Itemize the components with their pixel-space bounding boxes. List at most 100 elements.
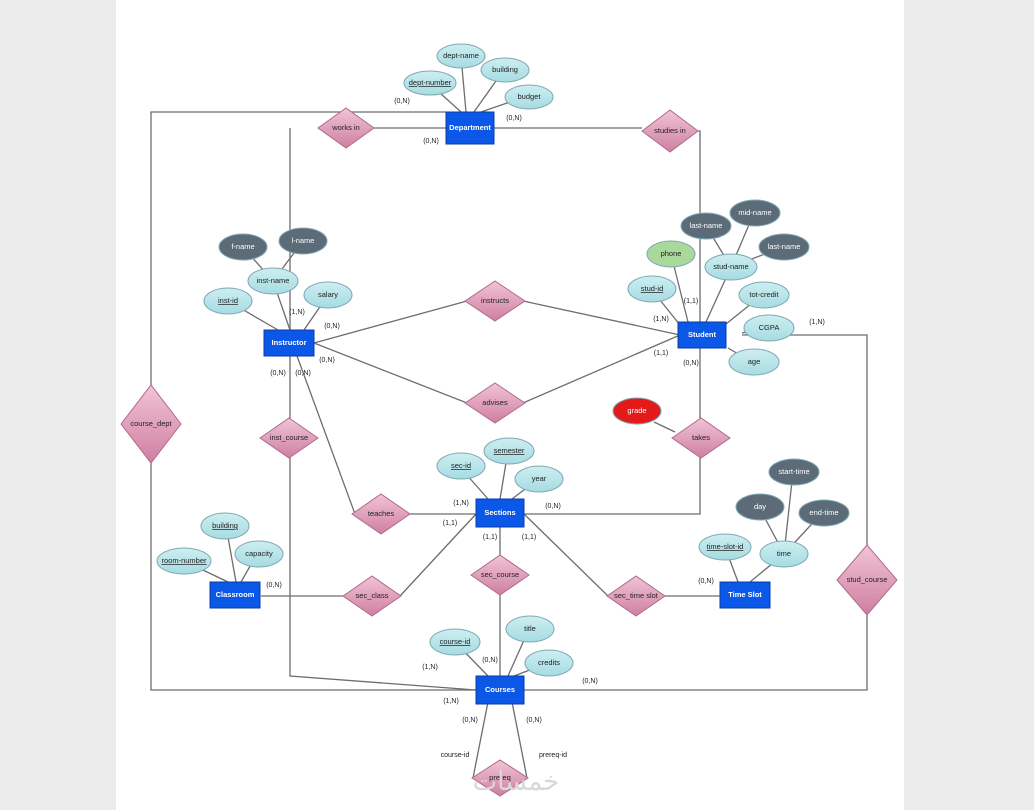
attribute-age-label: age (748, 357, 761, 366)
relationship-sec-course-label: sec_course (481, 570, 519, 579)
attribute-budget-label: budget (518, 92, 542, 101)
relationship-advises-label: advises (482, 398, 508, 407)
entity-instructor[interactable]: Instructor (263, 329, 315, 357)
entity-student-label: Student (688, 330, 716, 339)
card-inst-0n-c: (0,N) (270, 370, 286, 377)
attribute-sec-id-label: sec-id (451, 461, 471, 470)
attribute-inst-name[interactable]: inst-name (247, 267, 299, 295)
attribute-salary[interactable]: salary (303, 281, 353, 309)
card-course-0n-right: (0,N) (582, 678, 598, 685)
attribute-cgpa[interactable]: CGPA (743, 314, 795, 342)
entity-courses[interactable]: Courses (475, 675, 525, 705)
relationship-inst-course[interactable]: inst_course (259, 417, 319, 459)
attribute-dept-number-label: dept-number (409, 78, 452, 87)
relationship-prereq-label: prereq (489, 773, 511, 782)
attribute-last-name-top[interactable]: last-name (680, 212, 732, 240)
card-inst-0n-a: (0,N) (324, 323, 340, 330)
relationship-sec-course[interactable]: sec_course (470, 554, 530, 596)
attribute-stud-id[interactable]: stud-id (627, 275, 677, 303)
attribute-budget[interactable]: budget (504, 84, 554, 110)
attribute-time-slot-id[interactable]: time-slot-id (698, 533, 752, 561)
entity-classroom[interactable]: Classroom (209, 581, 261, 609)
card-stud-11-b: (1,1) (654, 350, 668, 357)
attribute-inst-name-label: inst-name (257, 276, 290, 285)
attribute-dept-name[interactable]: dept-name (436, 43, 486, 69)
attribute-dept-name-label: dept-name (443, 51, 479, 60)
entity-student[interactable]: Student (677, 321, 727, 349)
attribute-inst-id[interactable]: inst-id (203, 287, 253, 315)
card-sec-11-a: (1,1) (443, 520, 457, 527)
card-dept-bottom: (0,N) (423, 138, 439, 145)
attribute-end-time[interactable]: end-time (798, 499, 850, 527)
relationship-sec-class[interactable]: sec_class (342, 575, 402, 617)
attribute-capacity[interactable]: capacity (234, 540, 284, 568)
card-course-0n-c: (0,N) (526, 717, 542, 724)
card-stud-0n: (0,N) (683, 360, 699, 367)
relationship-studies-in[interactable]: studies in (641, 109, 699, 153)
card-course-0n-b: (0,N) (462, 717, 478, 724)
entity-time-slot[interactable]: Time Slot (719, 581, 771, 609)
attribute-building-room[interactable]: building (200, 512, 250, 540)
attribute-last-name-right[interactable]: last-name (758, 233, 810, 261)
attribute-course-id[interactable]: course-id (429, 628, 481, 656)
attribute-building-dept[interactable]: building (480, 57, 530, 83)
relationship-teaches-label: teaches (368, 509, 395, 518)
attribute-stud-name[interactable]: stud-name (704, 253, 758, 281)
attribute-year[interactable]: year (514, 465, 564, 493)
er-diagram: Department Instructor Student Sections C… (120, 43, 898, 797)
attribute-dept-number[interactable]: dept-number (403, 70, 457, 96)
relationship-instructs[interactable]: instructs (464, 280, 526, 322)
attribute-course-id-label: course-id (440, 637, 471, 646)
entity-department[interactable]: Department (445, 111, 495, 145)
relationship-teaches[interactable]: teaches (351, 493, 411, 535)
attribute-semester-label: semester (494, 446, 525, 455)
attribute-title-label: title (524, 624, 536, 633)
attribute-grade-label: grade (627, 406, 646, 415)
watermark: خمسات (473, 767, 560, 797)
relationship-studies-in-label: studies in (654, 126, 686, 135)
card-sec-11-b: (1,1) (483, 534, 497, 541)
relationship-stud-course[interactable]: stud_course (836, 544, 898, 616)
attribute-credits[interactable]: credits (524, 649, 574, 677)
card-stud-11-a: (1,1) (684, 298, 698, 305)
attribute-time-slot-id-label: time-slot-id (707, 542, 744, 551)
attribute-title[interactable]: title (505, 615, 555, 643)
attribute-sec-id[interactable]: sec-id (436, 452, 486, 480)
relationship-takes-label: takes (692, 433, 710, 442)
attribute-day[interactable]: day (735, 493, 785, 521)
attribute-start-time[interactable]: start-time (768, 458, 820, 486)
attribute-l-name[interactable]: l-name (278, 227, 328, 255)
attribute-phone[interactable]: phone (646, 240, 696, 268)
attribute-f-name[interactable]: f-name (218, 233, 268, 261)
card-stud-1n: (1,N) (653, 316, 669, 323)
card-inst-0n-b: (0,N) (319, 357, 335, 364)
relationship-stud-course-label: stud_course (847, 575, 888, 584)
relationship-prereq[interactable]: prereq (471, 759, 529, 797)
attribute-building-room-label: building (212, 521, 238, 530)
relationship-works-in[interactable]: works in (317, 107, 375, 149)
attribute-grade[interactable]: grade (612, 397, 662, 425)
attribute-mid-name-label: mid-name (738, 208, 771, 217)
er-diagram-canvas: Department Instructor Student Sections C… (116, 0, 904, 810)
attribute-start-time-label: start-time (778, 467, 809, 476)
attribute-f-name-label: f-name (231, 242, 254, 251)
card-dept-left: (0,N) (394, 98, 410, 105)
attribute-tot-credit[interactable]: tot-credit (738, 281, 790, 309)
relationship-course-dept[interactable]: course_dept (120, 384, 182, 464)
attribute-room-number[interactable]: room-number (156, 547, 212, 575)
relationship-sec-class-label: sec_class (356, 591, 389, 600)
attribute-time-label: time (777, 549, 791, 558)
relationship-sec-time-slot[interactable]: sec_time slot (606, 575, 666, 617)
card-sec-0n: (0,N) (545, 503, 561, 510)
attribute-semester[interactable]: semester (483, 437, 535, 465)
attribute-cgpa-label: CGPA (759, 323, 780, 332)
entity-sections-label: Sections (484, 508, 515, 517)
relationship-instructs-label: instructs (481, 296, 509, 305)
attribute-room-number-label: room-number (161, 556, 207, 565)
relationship-takes[interactable]: takes (671, 417, 731, 459)
attribute-time[interactable]: time (759, 540, 809, 568)
attribute-age[interactable]: age (728, 348, 780, 376)
relationship-advises[interactable]: advises (464, 382, 526, 424)
attribute-mid-name[interactable]: mid-name (729, 199, 781, 227)
entity-sections[interactable]: Sections (475, 498, 525, 528)
